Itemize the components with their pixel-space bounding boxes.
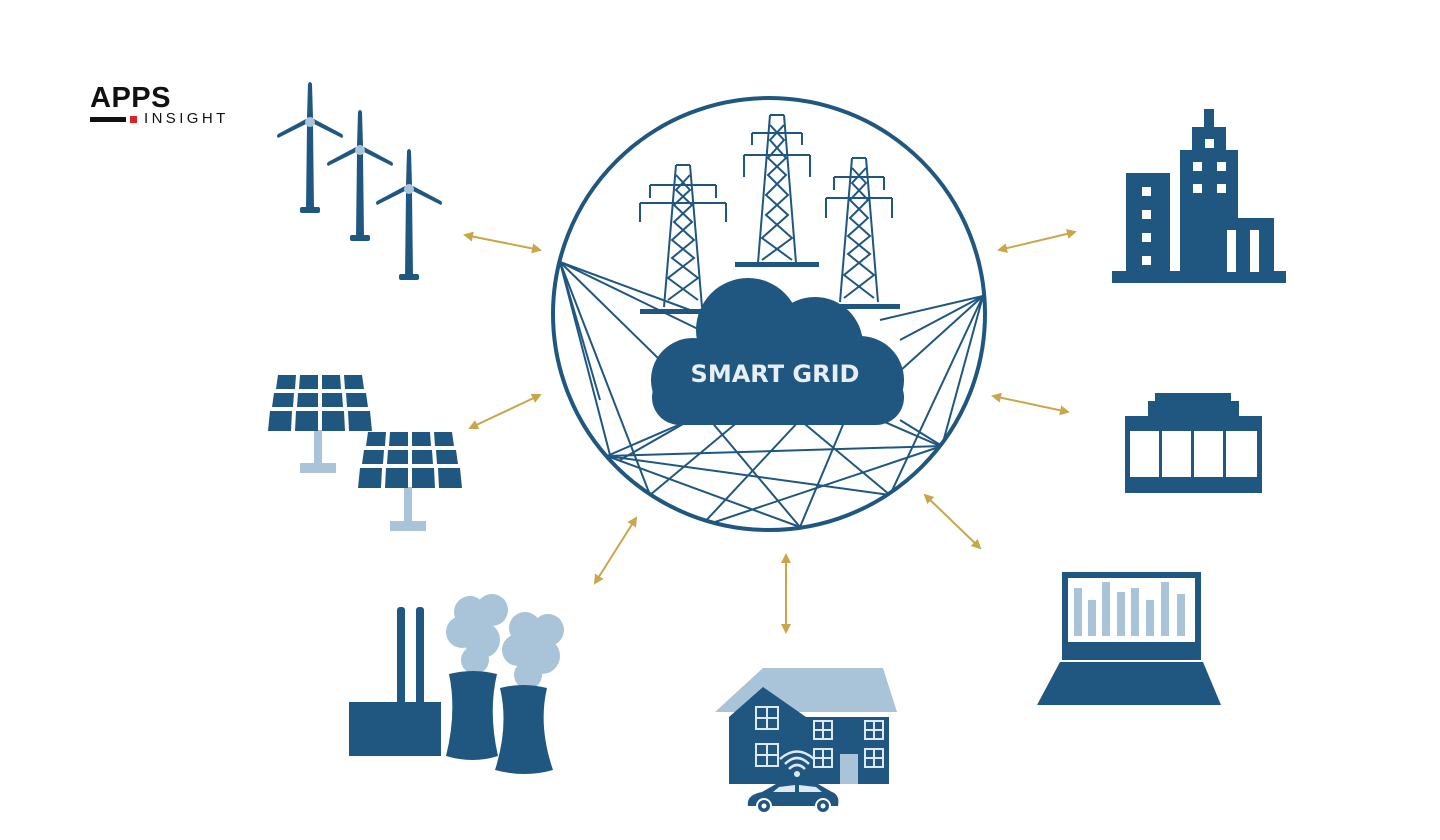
wind-turbines-icon (277, 82, 442, 280)
industrial-facility-icon (1125, 393, 1262, 493)
logo-red-square (130, 116, 137, 123)
smart-grid-hub (551, 96, 987, 532)
cloud-icon (651, 278, 904, 425)
city-buildings-icon (1112, 109, 1286, 283)
arrow-city (997, 228, 1077, 254)
solar-panels-icon (268, 375, 462, 531)
bidirectional-arrows (463, 228, 1077, 634)
apps-insight-logo: APPS INSIGHT (90, 84, 250, 132)
logo-bar (90, 117, 126, 122)
smart-grid-label: SMART GRID (690, 360, 860, 388)
transmission-tower-icon (639, 114, 893, 308)
smart-home-icon (715, 668, 897, 814)
grid-mesh-lines (559, 261, 984, 528)
logo-primary-text: APPS (90, 82, 171, 114)
arrow-industry (991, 392, 1070, 416)
arrow-plant (593, 516, 638, 585)
arrow-wind (463, 231, 542, 254)
logo-secondary-text: INSIGHT (144, 110, 229, 127)
electric-car-icon (747, 781, 839, 814)
power-plant-icon (349, 594, 564, 774)
arrow-solar (468, 393, 542, 430)
wifi-icon (779, 750, 815, 770)
laptop-analytics-icon (1037, 572, 1221, 705)
arrow-laptop (923, 493, 982, 550)
